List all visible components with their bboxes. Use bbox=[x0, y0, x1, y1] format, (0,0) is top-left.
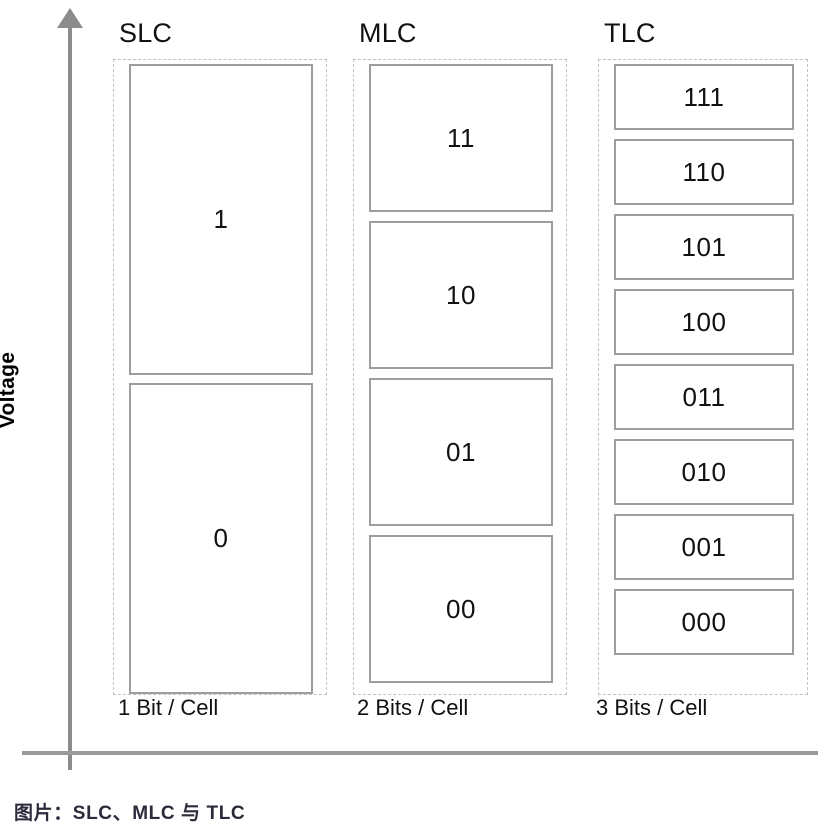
cell-mlc-2: 01 bbox=[369, 378, 553, 526]
column-footer-tlc: 3 Bits / Cell bbox=[596, 695, 708, 720]
cell-tlc-2: 101 bbox=[614, 214, 794, 280]
cell-tlc-6: 001 bbox=[614, 514, 794, 580]
cell-tlc-1: 110 bbox=[614, 139, 794, 205]
cell-tlc-5: 010 bbox=[614, 439, 794, 505]
column-container-tlc bbox=[598, 59, 808, 695]
cell-tlc-4: 011 bbox=[614, 364, 794, 430]
column-container-slc bbox=[113, 59, 327, 695]
cell-list-tlc: 111 110 101 100 011 010 001 000 bbox=[614, 64, 794, 655]
cell-list-mlc: 11 10 01 00 bbox=[369, 64, 553, 683]
cell-tlc-0: 111 bbox=[614, 64, 794, 130]
column-title-mlc: MLC bbox=[359, 18, 417, 48]
voltage-axis-line bbox=[68, 22, 72, 770]
column-footer-mlc: 2 Bits / Cell bbox=[357, 695, 469, 720]
cell-slc-0: 1 bbox=[129, 64, 313, 375]
cell-slc-1: 0 bbox=[129, 383, 313, 694]
column-footer-slc: 1 Bit / Cell bbox=[118, 695, 219, 720]
cell-mlc-0: 11 bbox=[369, 64, 553, 212]
figure-caption: 图片：SLC、MLC 与 TLC bbox=[14, 803, 246, 824]
cell-tlc-7: 000 bbox=[614, 589, 794, 655]
voltage-axis-label: Voltage bbox=[0, 351, 19, 429]
column-title-slc: SLC bbox=[119, 18, 173, 48]
cell-mlc-1: 10 bbox=[369, 221, 553, 369]
cell-tlc-3: 100 bbox=[614, 289, 794, 355]
cell-mlc-3: 00 bbox=[369, 535, 553, 683]
baseline-axis-line bbox=[22, 751, 818, 755]
column-container-mlc bbox=[353, 59, 567, 695]
voltage-axis-arrow-icon bbox=[57, 8, 83, 28]
cell-list-slc: 1 0 bbox=[129, 64, 313, 694]
column-title-tlc: TLC bbox=[604, 18, 656, 48]
